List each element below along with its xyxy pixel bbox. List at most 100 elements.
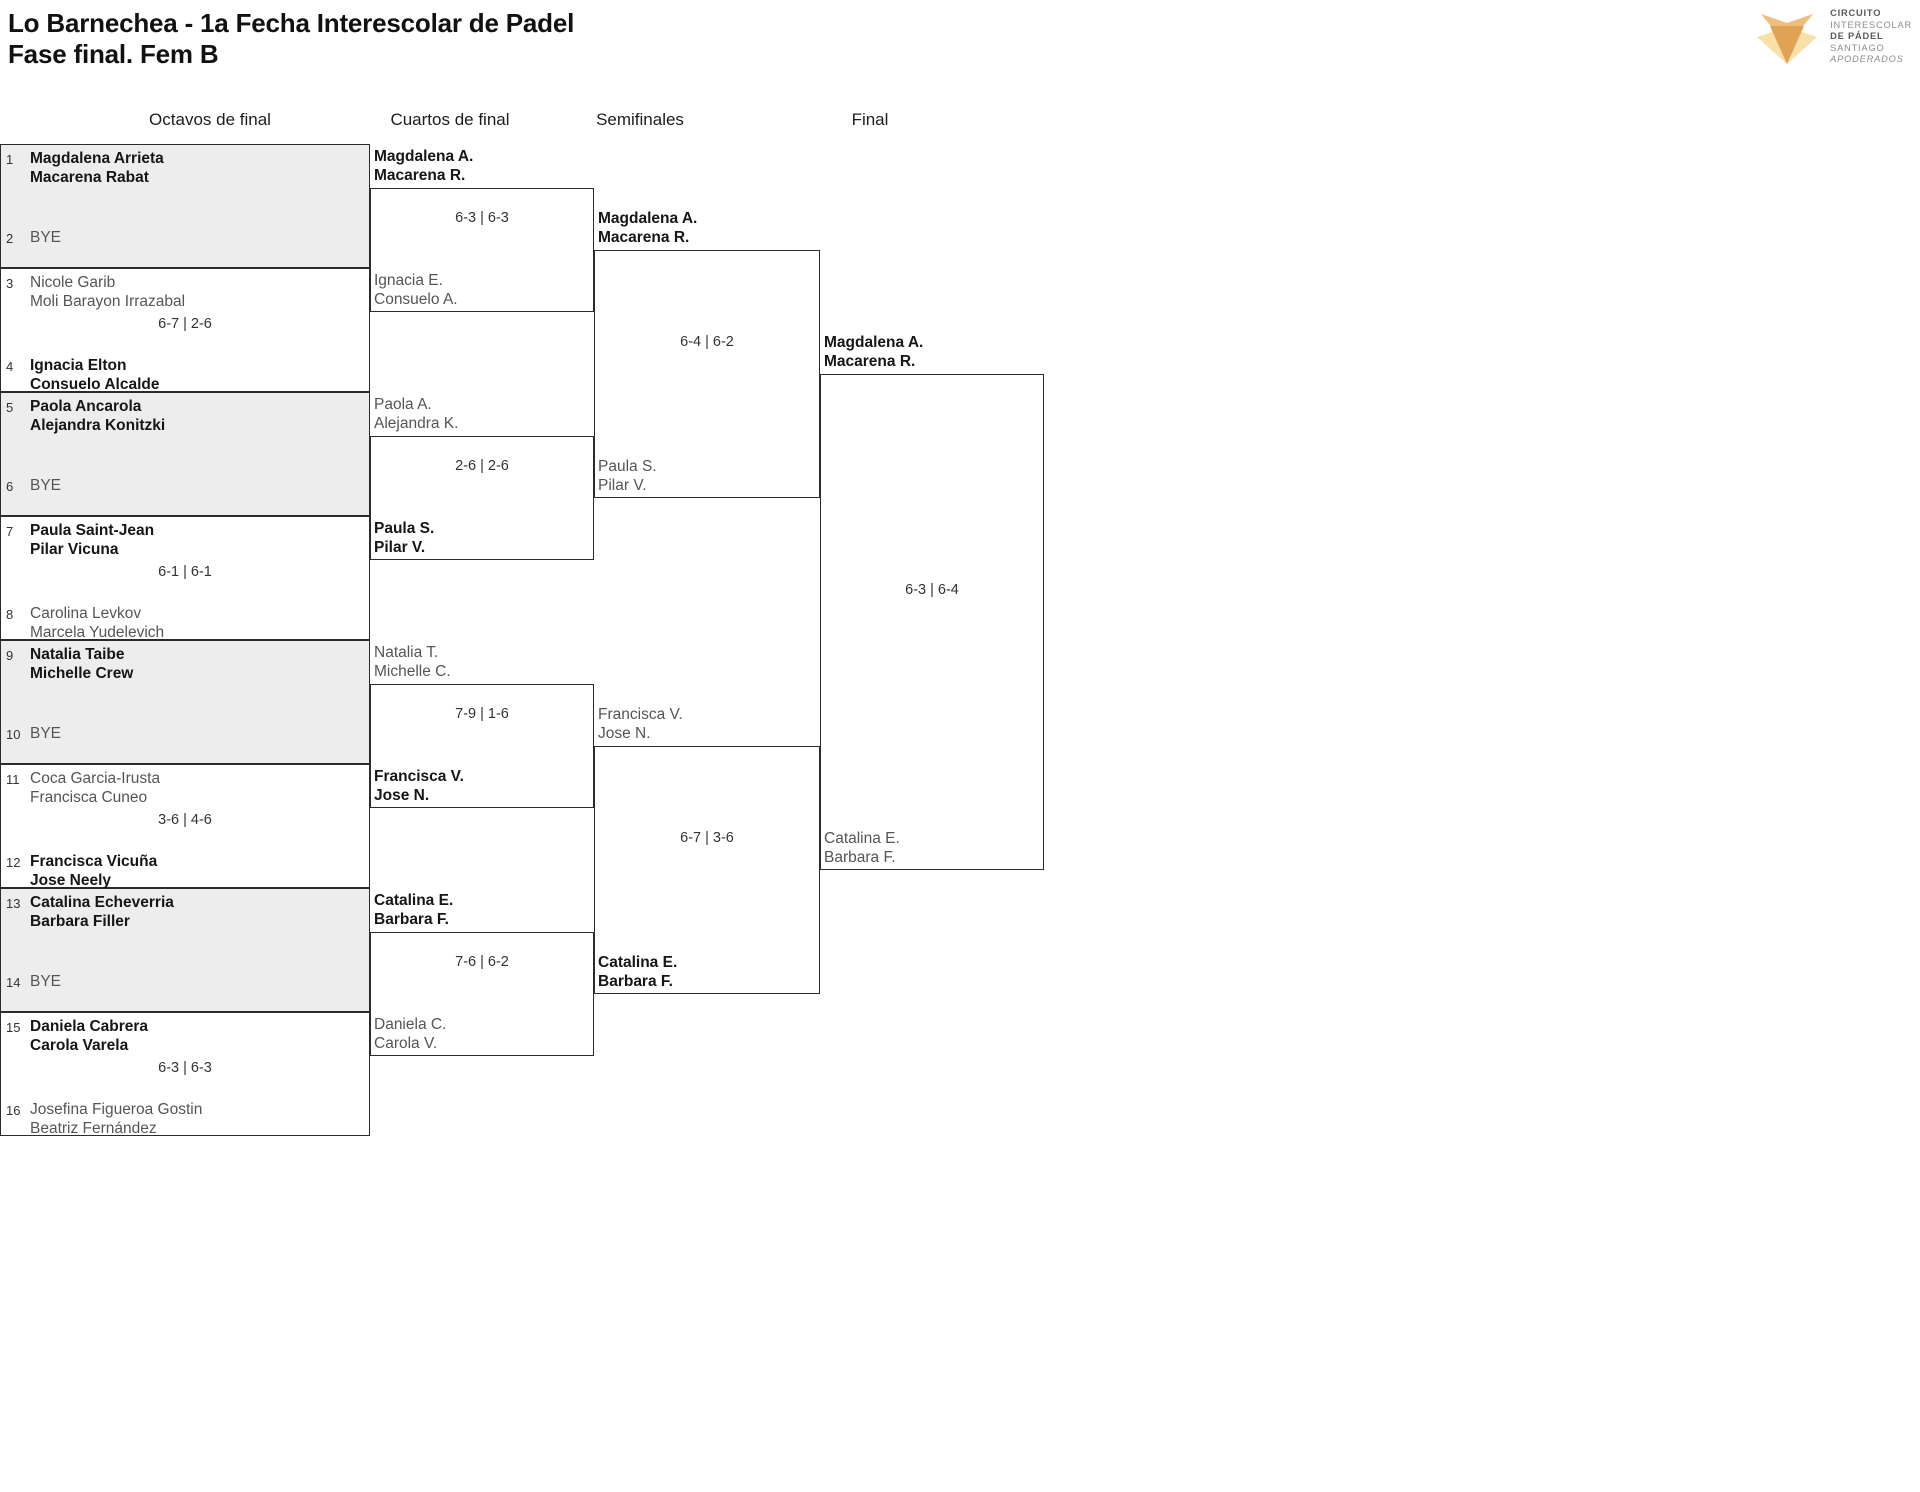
- round2-team-slot[interactable]: Natalia T.Michelle C.: [374, 643, 451, 681]
- round-header-semifinales: Semifinales: [596, 110, 684, 129]
- team-name: BYE: [30, 725, 62, 742]
- round3-team-slot[interactable]: Paula S.Pilar V.: [598, 457, 657, 495]
- round3-match[interactable]: [594, 746, 820, 994]
- match-score: 6-3 | 6-4: [905, 582, 959, 598]
- round4-team-slot[interactable]: Catalina E.Barbara F.: [824, 829, 900, 867]
- round2-team-slot[interactable]: Magdalena A.Macarena R.: [374, 147, 473, 185]
- round3-team-slot[interactable]: Catalina E.Barbara F.: [598, 953, 677, 991]
- round1-team-slot[interactable]: 6 BYE: [0, 474, 370, 495]
- logo-line-1: CIRCUITO: [1830, 8, 1882, 19]
- match-score: 6-7 | 3-6: [680, 830, 734, 846]
- round2-team-slot[interactable]: Paola A.Alejandra K.: [374, 395, 458, 433]
- round1-match[interactable]: [0, 268, 370, 392]
- seed-number: 6: [6, 479, 14, 494]
- round4-team-slot[interactable]: Magdalena A.Macarena R.: [824, 333, 923, 371]
- round-header-cuartos: Cuartos de final: [390, 110, 510, 129]
- brand-logo: CIRCUITO INTERESCOLAR DE PÁDEL SANTIAGO …: [1754, 6, 1912, 68]
- logo-line-3: DE PÁDEL: [1830, 31, 1884, 42]
- seed-number: 9: [6, 648, 14, 663]
- round2-team-slot[interactable]: Daniela C.Carola V.: [374, 1015, 446, 1053]
- round2-team-slot[interactable]: Paula S.Pilar V.: [374, 519, 434, 557]
- team-name: Catalina E.Barbara F.: [598, 954, 678, 990]
- round2-match[interactable]: [370, 436, 594, 560]
- round2-team-slot[interactable]: Catalina E.Barbara F.: [374, 891, 453, 929]
- logo-line-4: SANTIAGO: [1830, 42, 1885, 53]
- round1-match[interactable]: [0, 1012, 370, 1136]
- seed-number: 11: [6, 772, 20, 787]
- team-name: Francisca V.Jose N.: [598, 706, 683, 742]
- round1-match[interactable]: [0, 888, 370, 1012]
- match-score: 6-3 | 6-3: [158, 1060, 212, 1076]
- logo-wordmark: CIRCUITO INTERESCOLAR DE PÁDEL SANTIAGO …: [1830, 8, 1912, 65]
- seed-number: 3: [6, 276, 14, 291]
- team-name: Catalina E.Barbara F.: [824, 830, 900, 866]
- team-name: Paula S.Pilar V.: [374, 520, 435, 556]
- page-title: Lo Barnechea - 1a Fecha Interescolar de …: [8, 8, 908, 70]
- round2-match[interactable]: [370, 188, 594, 312]
- team-name: BYE: [30, 477, 62, 494]
- round2-team-slot[interactable]: Ignacia E.Consuelo A.: [374, 271, 458, 309]
- team-name: BYE: [30, 229, 62, 246]
- round4-match[interactable]: [820, 374, 1044, 870]
- seed-number: 15: [6, 1020, 21, 1035]
- team-name: Francisca V.Jose N.: [374, 768, 464, 804]
- round-header-final: Final: [851, 110, 889, 129]
- match-score: 6-4 | 6-2: [680, 334, 734, 350]
- round1-team-slot[interactable]: 10 BYE: [0, 722, 370, 743]
- match-score: 7-6 | 6-2: [455, 954, 509, 970]
- team-name: BYE: [30, 973, 62, 990]
- round3-match[interactable]: [594, 250, 820, 498]
- seed-number: 8: [6, 607, 14, 622]
- round1-match[interactable]: [0, 392, 370, 516]
- seed-number: 13: [6, 896, 21, 911]
- fox-arrow-logo-icon: [1757, 14, 1818, 64]
- round1-match[interactable]: [0, 516, 370, 640]
- seed-number: 16: [6, 1103, 21, 1118]
- round2-match[interactable]: [370, 932, 594, 1056]
- seed-number: 14: [6, 975, 21, 990]
- round1-team-slot[interactable]: 14 BYE: [0, 970, 370, 991]
- team-name: Paola A.Alejandra K.: [374, 396, 459, 432]
- match-score: 6-7 | 2-6: [158, 316, 212, 332]
- seed-number: 10: [6, 727, 21, 742]
- team-name: Paula S.Pilar V.: [598, 458, 657, 494]
- round1-match[interactable]: [0, 764, 370, 888]
- round1-match[interactable]: [0, 144, 370, 268]
- seed-number: 1: [6, 152, 14, 167]
- round1-match[interactable]: [0, 640, 370, 764]
- match-score: 6-3 | 6-3: [455, 210, 509, 226]
- team-name: Magdalena A.Macarena R.: [824, 334, 924, 370]
- round2-team-slot[interactable]: Francisca V.Jose N.: [374, 767, 464, 805]
- round3-team-slot[interactable]: Francisca V.Jose N.: [598, 705, 683, 743]
- seed-number: 12: [6, 855, 21, 870]
- team-name: Catalina E.Barbara F.: [374, 892, 454, 928]
- seed-number: 5: [6, 400, 14, 415]
- seed-number: 4: [6, 359, 14, 374]
- round3-team-slot[interactable]: Magdalena A.Macarena R.: [598, 209, 697, 247]
- title-line-1: Lo Barnechea - 1a Fecha Interescolar de …: [8, 8, 575, 38]
- round2-match[interactable]: [370, 684, 594, 808]
- team-name: Daniela C.Carola V.: [374, 1016, 447, 1052]
